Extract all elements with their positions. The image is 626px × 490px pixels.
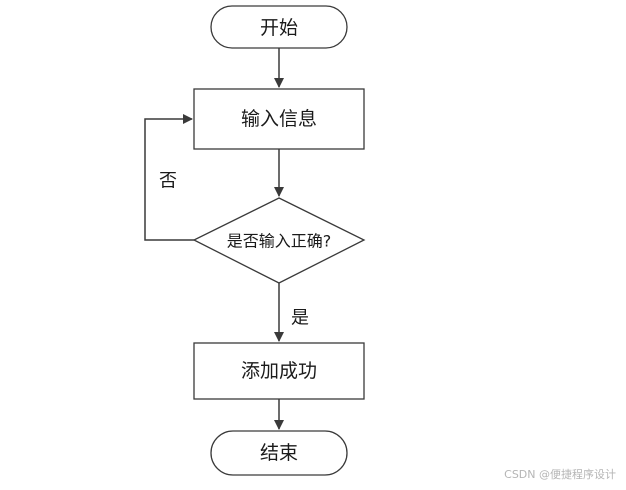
edge-label-no: 否 [159,171,177,192]
watermark-text: CSDN @便捷程序设计 [504,468,616,481]
input-process-label: 输入信息 [241,108,317,130]
input-process-box [193,88,365,150]
edge-decision-no-loop [144,114,194,241]
end-label: 结束 [260,442,298,464]
end-terminal [210,430,348,476]
edge-label-yes: 是 [291,308,309,329]
success-process-label: 添加成功 [241,360,317,382]
decision-label: 是否输入正确? [227,232,332,251]
start-label: 开始 [260,17,298,39]
